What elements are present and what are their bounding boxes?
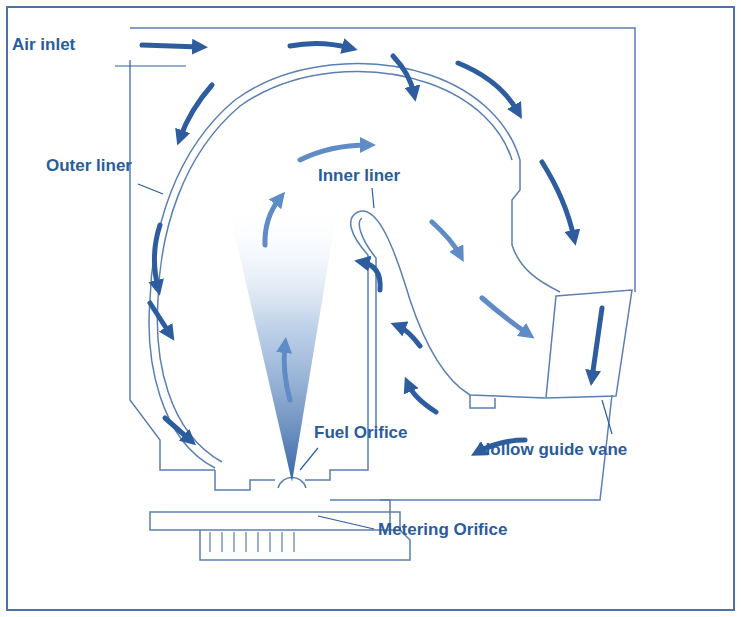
base-teeth [210,532,294,552]
airflow-arrows [142,43,602,452]
part-label: Inner liner [318,167,400,186]
part-label: Outer liner [46,157,132,176]
leader-lines [115,66,612,529]
part-label: Fuel Orifice [314,424,408,443]
housing [130,28,635,560]
part-label: Air inlet [12,36,75,55]
frame [7,7,734,610]
part-label: Hollow guide vane [478,441,627,460]
hot-gas-arrows [265,145,528,400]
part-label: Metering Orifice [378,521,507,540]
